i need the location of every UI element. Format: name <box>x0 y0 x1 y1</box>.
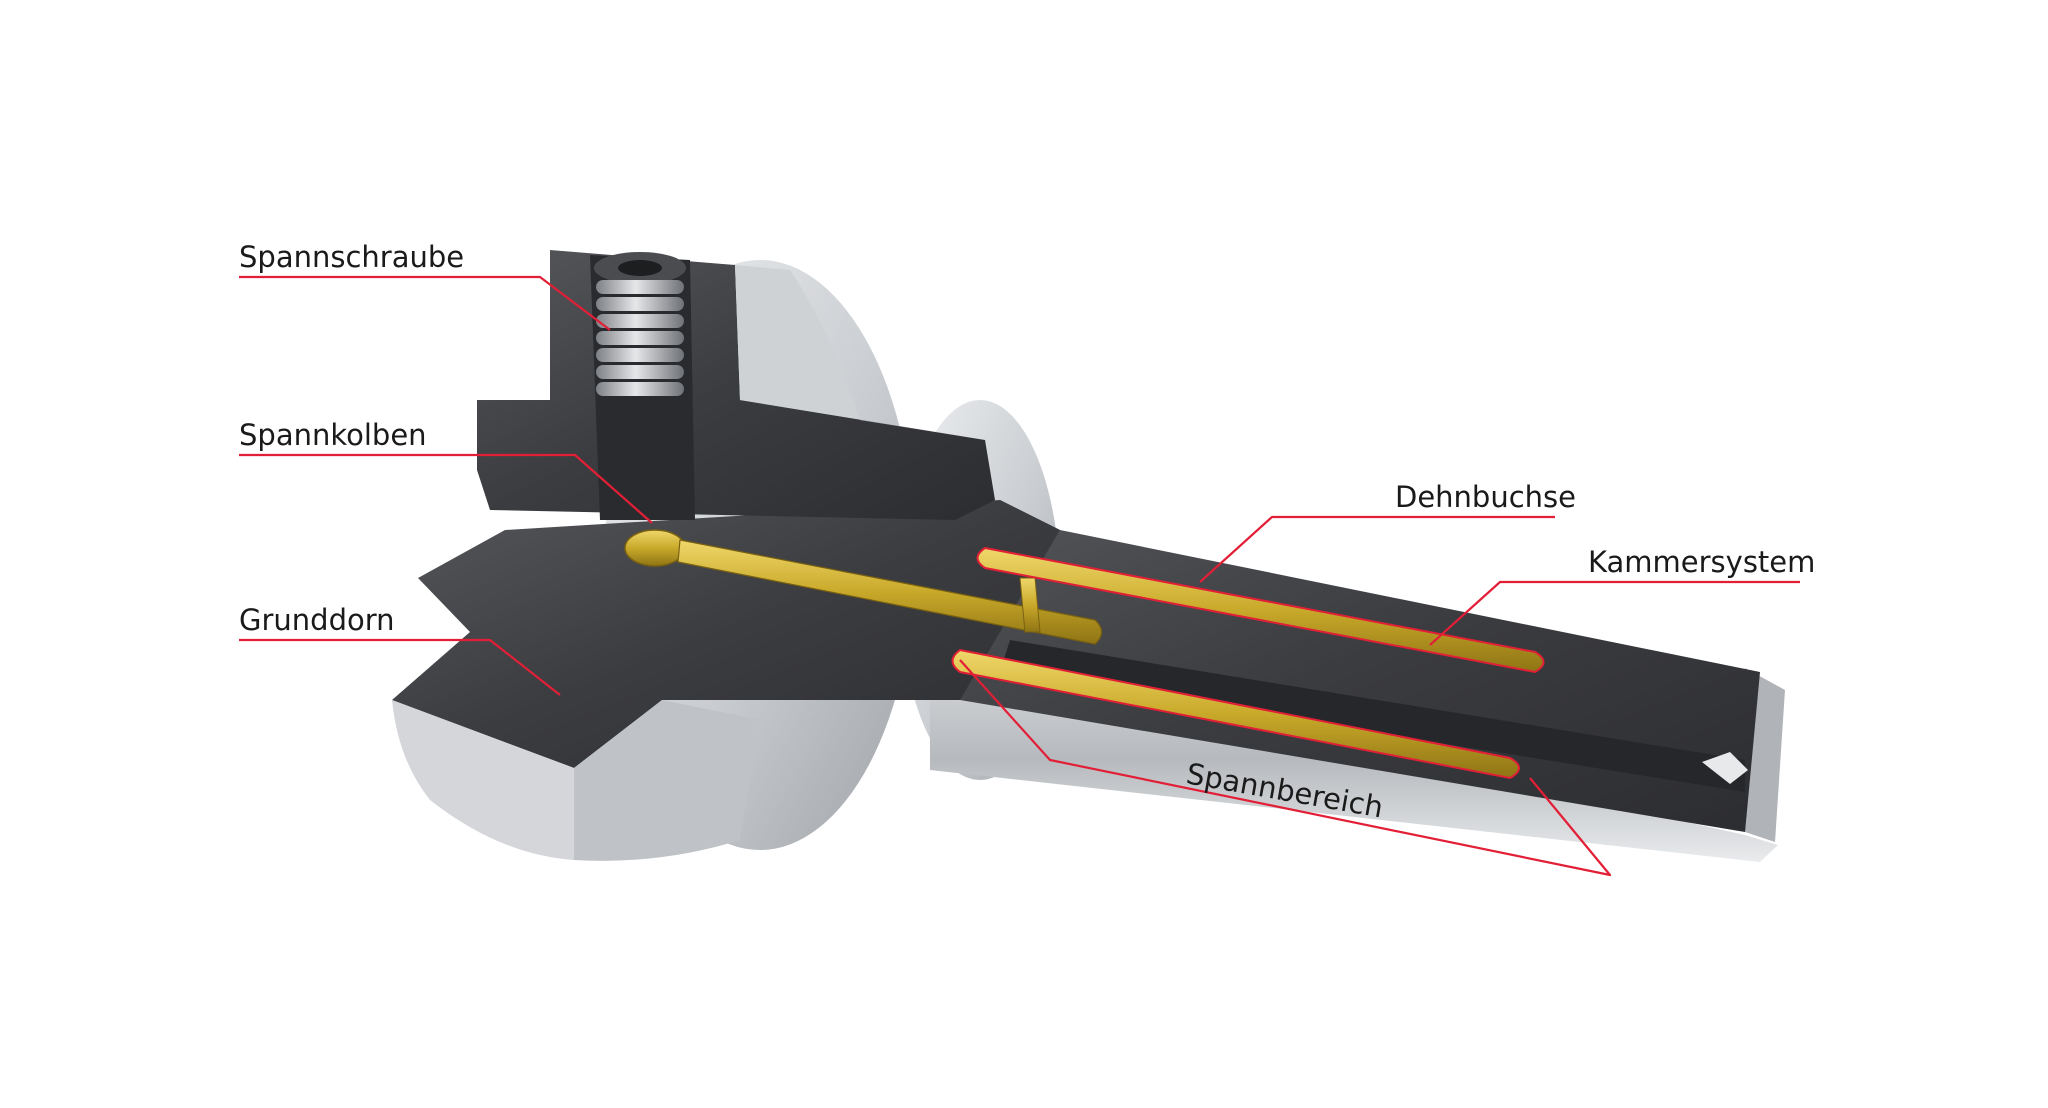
leader-spannschraube <box>239 275 611 331</box>
label-grunddorn: Grunddorn <box>239 603 395 637</box>
leader-lines <box>239 275 1800 877</box>
leader-spannbereich <box>959 659 1612 877</box>
leader-kammersystem <box>1429 580 1800 646</box>
lower-flange-face <box>392 700 574 860</box>
label-kammersystem: Kammersystem <box>1588 545 1815 579</box>
leader-grunddorn <box>239 638 561 696</box>
leader-dehnbuchse <box>1199 515 1555 583</box>
shaft-tip <box>1702 752 1748 784</box>
lower-chamber <box>951 648 1520 780</box>
upper-chamber <box>976 546 1545 674</box>
shaft-bore <box>1000 640 1745 792</box>
clamping-screw <box>594 252 686 396</box>
main-channel <box>677 539 1103 645</box>
grunddorn-section <box>392 500 1060 768</box>
mandrel-drawing <box>392 250 1785 862</box>
clamping-piston <box>624 529 686 567</box>
leader-spannkolben <box>239 453 653 524</box>
label-spannschraube: Spannschraube <box>239 240 464 274</box>
label-dehnbuchse: Dehnbuchse <box>1395 480 1576 514</box>
lower-flange-side <box>574 700 760 861</box>
chamber-connector <box>1019 577 1041 633</box>
top-flange-edge <box>735 265 985 440</box>
label-spannkolben: Spannkolben <box>239 418 427 452</box>
